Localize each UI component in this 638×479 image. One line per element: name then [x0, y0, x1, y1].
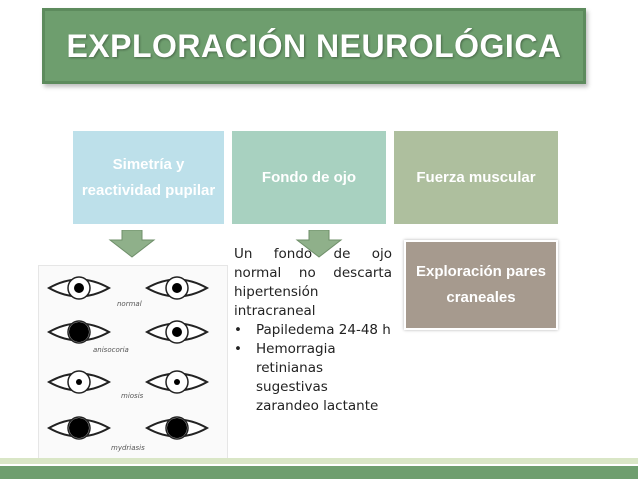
- eye-anisocoria-left: [48, 320, 110, 344]
- footer-stripe-light: [0, 458, 638, 464]
- box-fondo-label: Fondo de ojo: [261, 168, 357, 186]
- eye-miosis-right: [146, 370, 208, 394]
- eye-normal-left: [48, 276, 110, 300]
- fondo-bullets: Papiledema 24-48 h Hemorragia retinianas…: [234, 321, 392, 416]
- title-banner: EXPLORACIÓN NEUROLÓGICA: [42, 8, 586, 84]
- box-fondo-de-ojo: Fondo de ojo: [232, 131, 386, 224]
- down-arrow-icon: [295, 230, 343, 258]
- label-normal: normal: [117, 300, 142, 308]
- bullet-hemorragia: Hemorragia retinianas sugestivas zarande…: [234, 340, 392, 416]
- box-simetria: Simetría y reactividad pupilar: [73, 131, 224, 224]
- eye-anisocoria-right: [146, 320, 208, 344]
- eye-normal-right: [146, 276, 208, 300]
- eye-mydriasis-left: [48, 416, 110, 440]
- bullet-papiledema: Papiledema 24-48 h: [234, 321, 392, 340]
- label-miosis: miosis: [121, 392, 144, 400]
- fondo-intro: Un fondo de ojo normal no descarta hiper…: [234, 246, 392, 319]
- box-pares-craneales: Exploración pares craneales: [404, 240, 558, 330]
- label-mydriasis: mydriasis: [111, 444, 145, 452]
- eye-miosis-left: [48, 370, 110, 394]
- box-pares-label: Exploración pares craneales: [415, 263, 547, 306]
- eye-mydriasis-right: [146, 416, 208, 440]
- footer-stripe: [0, 466, 638, 479]
- label-anisocoria: anisocoria: [93, 346, 129, 354]
- box-fuerza-muscular: Fuerza muscular: [394, 131, 558, 224]
- down-arrow-icon: [108, 230, 156, 258]
- page-title: EXPLORACIÓN NEUROLÓGICA: [66, 27, 562, 64]
- pupil-illustration: normal anisocoria miosis mydriasis: [38, 265, 228, 459]
- fondo-description: Un fondo de ojo normal no descarta hiper…: [234, 245, 392, 416]
- box-fuerza-label: Fuerza muscular: [416, 168, 536, 186]
- box-simetria-label: Simetría y reactividad pupilar: [81, 155, 216, 199]
